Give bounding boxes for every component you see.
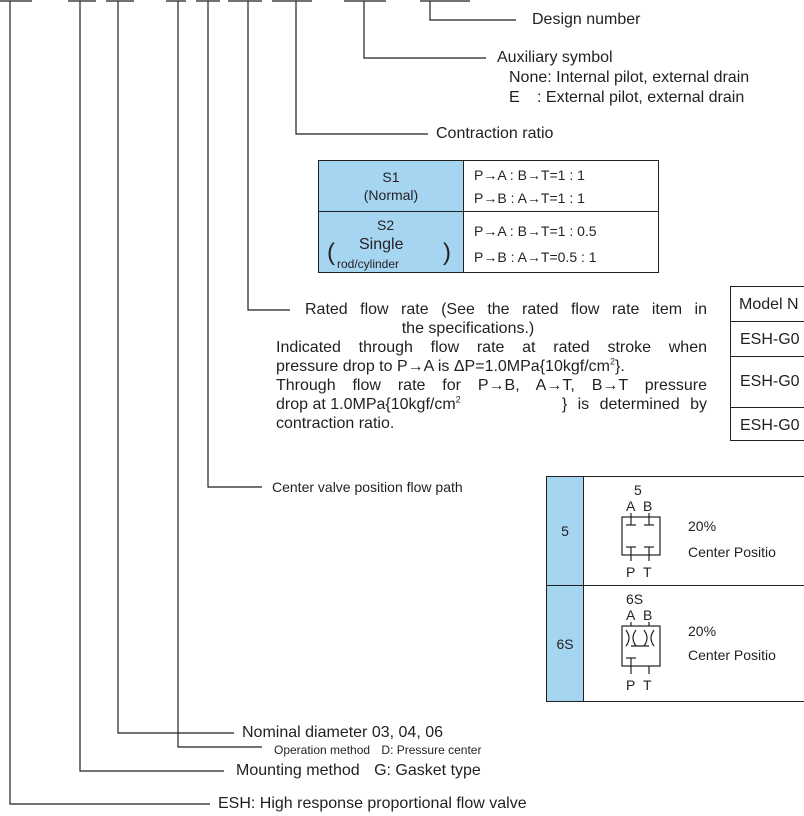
s2-line2: P→B : A→T=0.5 : 1 — [474, 249, 597, 265]
s1-sub: (Normal) — [363, 187, 419, 203]
center-row-5-body: 5 A B P T 20% Center Positio — [583, 476, 804, 586]
rated-flow-line6-text: drop at 1.0MPa{10kgf/cm — [276, 396, 456, 413]
valve-symbol-5-icon — [621, 513, 661, 561]
symbol-5-port-b: B — [643, 498, 653, 514]
contraction-ratio-title: Contraction ratio — [436, 125, 554, 142]
center-row-6s-body: 6S A B P T 20% Center Positio — [583, 585, 804, 702]
s1-code: S1 — [382, 169, 400, 185]
rated-flow-line4: pressure drop to P→A is ΔP=1.0MPa{10kgf/… — [276, 357, 707, 377]
rated-flow-line4-end: }. — [614, 358, 625, 375]
center-row-5-desc: Center Positio — [688, 544, 776, 560]
center-flow-title: Center valve position flow path — [272, 479, 463, 495]
s2-paren-left: ( — [327, 239, 335, 266]
rated-flow-line7: contraction ratio. — [276, 415, 395, 432]
rated-flow-line6-end: } is determined by — [561, 396, 707, 413]
model-row-1: ESH-G0 — [740, 331, 800, 348]
mounting-method-label: Mounting method G: Gasket type — [236, 761, 481, 781]
model-row-2: ESH-G0 — [740, 373, 800, 390]
rated-flow-line6: drop at 1.0MPa{10kgf/cm2 } is determined… — [276, 395, 707, 415]
auxiliary-e-line: : External pilot, external drain — [537, 89, 745, 106]
center-row-5-code: 5 — [546, 476, 584, 586]
symbol-6s-label: 6S — [626, 591, 644, 607]
center-row-5-code-text: 5 — [561, 523, 569, 539]
contraction-row-s1-code: S1 (Normal) — [318, 160, 464, 212]
s1-line1: P→A : B→T=1 : 1 — [474, 167, 585, 183]
rated-flow-line2: the specifications.) — [401, 320, 535, 337]
model-table-row: ESH-G0 — [730, 321, 804, 357]
design-number-label: Design number — [532, 11, 641, 28]
model-table-row: ESH-G0 — [730, 407, 804, 441]
model-table-row: ESH-G0 — [730, 356, 804, 408]
rated-flow-line6-sup: 2 — [455, 394, 461, 405]
center-row-6s-code: 6S — [546, 585, 584, 702]
rated-flow-line4-sup: 2 — [609, 356, 615, 367]
contraction-row-s2-values: P→A : B→T=1 : 0.5 P→B : A→T=0.5 : 1 — [463, 211, 659, 273]
s2-paren-right: ) — [443, 239, 451, 266]
nominal-diameter-label: Nominal diameter 03, 04, 06 — [242, 724, 443, 741]
operation-method-label: Operation method D: Pressure center — [274, 740, 481, 760]
esh-label: ESH: High response proportional flow val… — [218, 795, 527, 812]
mounting-method-title: Mounting method — [236, 762, 360, 779]
operation-method-value: D: Pressure center — [381, 743, 482, 757]
s2-sub-b: rod/cylinder — [337, 257, 400, 271]
contraction-row-s1-values: P→A : B→T=1 : 1 P→B : A→T=1 : 1 — [463, 160, 659, 212]
symbol-6s-port-b: B — [643, 607, 653, 623]
rated-flow-line5: Through flow rate for P→B, A→T, B→T pres… — [276, 377, 707, 394]
auxiliary-none-line: None: Internal pilot, external drain — [509, 69, 750, 86]
symbol-6s-port-p: P — [626, 677, 636, 693]
s1-line2: P→B : A→T=1 : 1 — [474, 190, 585, 206]
auxiliary-e-key: E — [509, 89, 520, 106]
model-row-3: ESH-G0 — [740, 417, 800, 434]
symbol-5-label: 5 — [634, 482, 642, 498]
center-row-5-percent: 20% — [688, 518, 717, 534]
center-row-6s-percent: 20% — [688, 623, 717, 639]
s2-sub-a: Single — [359, 236, 404, 253]
symbol-6s-port-t: T — [643, 677, 652, 693]
s2-line1: P→A : B→T=1 : 0.5 — [474, 223, 597, 239]
rated-flow-line4-text: pressure drop to P→A is ΔP=1.0MPa{10kgf/… — [276, 358, 610, 375]
auxiliary-symbol-title: Auxiliary symbol — [497, 49, 613, 66]
rated-flow-line3: Indicated through flow rate at rated str… — [276, 339, 707, 356]
mounting-method-value: G: Gasket type — [374, 762, 481, 779]
symbol-6s-port-a: A — [626, 607, 636, 623]
symbol-5-port-a: A — [626, 498, 636, 514]
valve-symbol-6s-icon — [621, 622, 661, 674]
center-row-6s-desc: Center Positio — [688, 647, 776, 663]
symbol-5-port-p: P — [626, 564, 636, 580]
symbol-5-port-t: T — [643, 564, 652, 580]
model-table-header: Model N — [730, 286, 804, 322]
rated-flow-line6-a: drop at 1.0MPa{10kgf/cm2 — [276, 395, 461, 415]
model-header-text: Model N — [739, 296, 799, 313]
rated-flow-line1: Rated flow rate (See the rated flow rate… — [305, 301, 707, 318]
center-row-6s-code-text: 6S — [556, 635, 574, 652]
contraction-row-s2-code: S2 ( Single rod/cylinder ) — [318, 211, 464, 273]
operation-method-title: Operation method — [274, 743, 371, 757]
s2-code: S2 — [377, 217, 395, 233]
